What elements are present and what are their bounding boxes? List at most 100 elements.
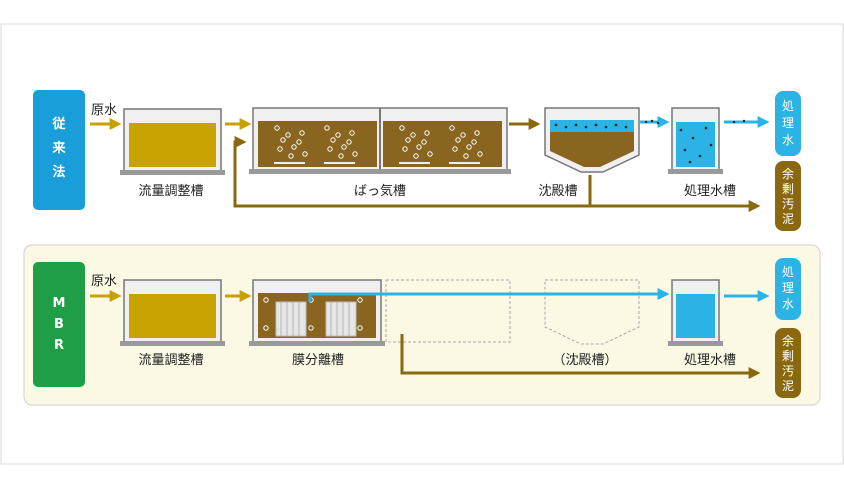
conventional-equalization-tank [120, 108, 225, 175]
aeration-bubble [405, 137, 411, 143]
mbr-equalization-tank [120, 279, 225, 346]
mbr-treated-tank [668, 279, 723, 346]
sediment-dot [604, 125, 608, 129]
mbr-side-badge [33, 262, 85, 387]
mbr-excess-sludge-char-4: 泥 [782, 379, 794, 393]
aeration-bubble [299, 130, 305, 136]
mbr-treated-water-badge [775, 258, 801, 320]
aeration-bubble [449, 125, 455, 131]
aeration-bubble [460, 132, 466, 138]
membrane-bubble [263, 297, 269, 303]
conventional-treated-water-char-2: 理 [782, 116, 794, 130]
aeration-bubble [346, 139, 352, 145]
mbr-omitted-aeration-outline [385, 279, 511, 343]
mbr-side-char-2: B [54, 317, 64, 332]
conventional-raw-water-label: 原水 [91, 103, 117, 118]
sediment-dot [574, 123, 578, 127]
aeration-bubble [402, 146, 408, 152]
treated-dot [698, 154, 702, 158]
sediment-dot [624, 125, 628, 129]
mbr-membrane-tank [249, 279, 385, 346]
aeration-bubble [335, 132, 341, 138]
conventional-treated-water-char-1: 処 [782, 99, 794, 113]
conventional-treated-water-badge [775, 91, 801, 156]
aeration-bubble [352, 151, 358, 157]
mbr-excess-sludge-char-3: 汚 [782, 364, 794, 378]
aeration-bubble [327, 146, 333, 152]
mbr-sedimentation-label: （沈殿槽） [552, 353, 617, 368]
conventional-excess-sludge-badge [775, 161, 801, 231]
aeration-bubble [427, 151, 433, 157]
aeration-bubble [413, 153, 419, 159]
conventional-excess-sludge-char-2: 剰 [782, 182, 794, 196]
treated-dot [704, 126, 708, 130]
mbr-permeate-line [308, 288, 670, 302]
conventional-side-char-3: 法 [52, 164, 65, 180]
conventional-treated-label: 処理水槽 [684, 184, 736, 199]
aeration-bubble [416, 144, 422, 150]
aeration-bubble [399, 125, 405, 131]
aeration-bubble [277, 146, 283, 152]
aeration-bubble [285, 132, 291, 138]
sediment-dot [564, 125, 568, 129]
mbr-treated-water-char-3: 水 [782, 297, 794, 311]
mbr-excess-sludge-char-1: 余 [782, 333, 794, 348]
aeration-bubble [455, 137, 461, 143]
aeration-bubble [474, 130, 480, 136]
mbr-raw-water-label: 原水 [91, 274, 117, 289]
aeration-bubble [324, 125, 330, 131]
mbr-excess-sludge-char-2: 剰 [782, 349, 794, 363]
aeration-bubble [471, 139, 477, 145]
conventional-excess-sludge-char-3: 汚 [782, 197, 794, 211]
treated-dot [679, 128, 683, 132]
mbr-treated-water-char-1: 処 [782, 265, 794, 279]
mbr-excess-sludge-badge [775, 328, 801, 398]
conventional-aeration-label: ばっ気槽 [354, 183, 406, 199]
aeration-bubble [424, 130, 430, 136]
mbr-side-char-3: R [54, 338, 64, 353]
aeration-bubble [466, 144, 472, 150]
conventional-treated-water-char-3: 水 [782, 133, 794, 147]
mbr-row: M B R 原水 流量調整槽 膜分離槽 （沈殿槽） [23, 244, 821, 406]
conventional-sedimentation-tank [544, 107, 640, 173]
sediment-dot [554, 123, 558, 127]
conventional-side-char-2: 来 [51, 140, 66, 156]
treated-dot [688, 160, 692, 164]
aeration-bubble [463, 153, 469, 159]
conventional-excess-sludge-char-1: 余 [782, 166, 794, 181]
aeration-bubble [477, 151, 483, 157]
aeration-bubble [288, 153, 294, 159]
mbr-side-char-1: M [53, 296, 66, 311]
treated-dot [691, 136, 695, 140]
aeration-bubble [291, 144, 297, 150]
mbr-membrane-label: 膜分離槽 [292, 353, 344, 368]
conventional-equalization-label: 流量調整槽 [138, 184, 203, 199]
membrane-bubble [357, 297, 363, 303]
mbr-treated-water-char-2: 理 [782, 281, 794, 295]
conventional-aeration-tank [249, 107, 511, 174]
treated-dot [709, 143, 713, 147]
aeration-bubble [410, 132, 416, 138]
aeration-bubble [302, 151, 308, 157]
aeration-bubble [421, 139, 427, 145]
membrane-module-1 [275, 301, 307, 337]
conventional-row: 従 来 法 原水 流量調整槽 ばっ気槽 [33, 90, 801, 231]
conventional-sedimentation-label: 沈殿槽 [538, 184, 577, 199]
conventional-side-char-1: 従 [51, 116, 65, 132]
mbr-equalization-label: 流量調整槽 [138, 353, 203, 368]
conventional-treated-tank [668, 107, 723, 174]
mbr-omitted-sedimentation-outline [544, 279, 640, 345]
conventional-side-badge [33, 90, 85, 210]
aeration-bubble [349, 130, 355, 136]
membrane-module-2 [325, 301, 357, 337]
conventional-excess-sludge-char-4: 泥 [782, 212, 794, 226]
mbr-treated-label: 処理水槽 [684, 353, 736, 368]
aeration-bubble [274, 125, 280, 131]
mbr-excess-sludge-line [400, 334, 761, 379]
sediment-dot [594, 123, 598, 127]
aeration-bubble [452, 146, 458, 152]
aeration-bubble [338, 153, 344, 159]
treated-dot [683, 148, 687, 152]
